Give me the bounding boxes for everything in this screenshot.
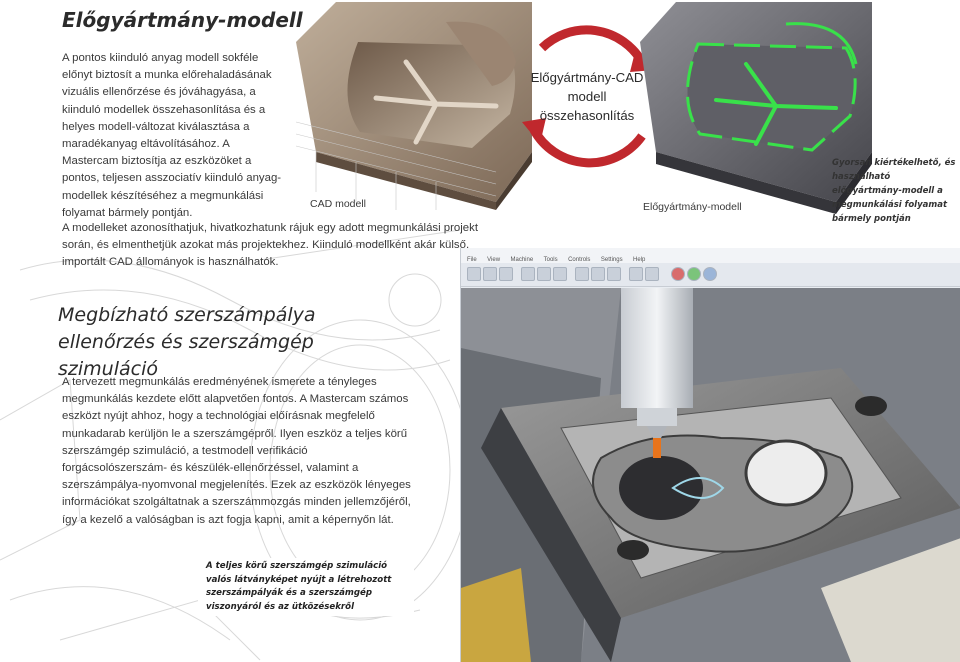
wireframe-icon[interactable]: [645, 267, 659, 281]
comparison-label: Előgyártmány-CAD modell összehasonlítás: [530, 70, 644, 123]
shading-icon[interactable]: [629, 267, 643, 281]
section1-intro-paragraph: A pontos kiinduló anyag modell sokféle e…: [62, 52, 282, 219]
section1-title: Előgyártmány-modell: [62, 8, 303, 32]
cad-model-label: CAD modell: [310, 198, 367, 210]
stop-icon[interactable]: [671, 267, 685, 281]
sim-menu-view[interactable]: View: [487, 257, 501, 263]
sim-menu-file[interactable]: File: [467, 257, 477, 263]
sim-menu-settings[interactable]: Settings: [600, 257, 623, 263]
section1-second-paragraph: A modelleket azonosíthatjuk, hivatkozhat…: [62, 222, 478, 269]
circular-arrows-icon: [522, 25, 654, 168]
pre-machined-model-label: Előgyártmány-modell: [643, 201, 742, 213]
fit-view-icon[interactable]: [575, 267, 589, 281]
machine-simulation-window: File View Machine Tools Controls Setting…: [460, 248, 960, 662]
pre-machined-model-image: [640, 2, 872, 214]
sim-toolbar: [461, 263, 960, 287]
top-view-icon[interactable]: [607, 267, 621, 281]
iso-view-icon[interactable]: [591, 267, 605, 281]
simulation-viewport[interactable]: [461, 288, 960, 662]
print-icon[interactable]: [499, 267, 513, 281]
cad-model-image: [296, 2, 532, 210]
section2-title: Megbízható szerszámpálya ellenőrzés és s…: [58, 304, 316, 380]
zoom-icon[interactable]: [521, 267, 535, 281]
sim-menu-machine[interactable]: Machine: [510, 257, 534, 263]
rotate-icon[interactable]: [553, 267, 567, 281]
pan-icon[interactable]: [537, 267, 551, 281]
open-icon[interactable]: [467, 267, 481, 281]
play-icon[interactable]: [687, 267, 701, 281]
section2-body-paragraph: A tervezett megmunkálás eredményének ism…: [62, 376, 411, 526]
sim-menu-tools[interactable]: Tools: [543, 257, 558, 263]
pre-machined-side-caption: Gyorsan kiértékelhető, és használható el…: [832, 158, 956, 224]
save-icon[interactable]: [483, 267, 497, 281]
step-icon[interactable]: [703, 267, 717, 281]
sim-menu-controls[interactable]: Controls: [568, 257, 591, 263]
sim-menu-bar: File View Machine Tools Controls Setting…: [461, 248, 960, 264]
sim-menu-help[interactable]: Help: [633, 257, 646, 263]
simulation-caption: A teljes körű szerszámgép szimuláció val…: [198, 558, 414, 617]
